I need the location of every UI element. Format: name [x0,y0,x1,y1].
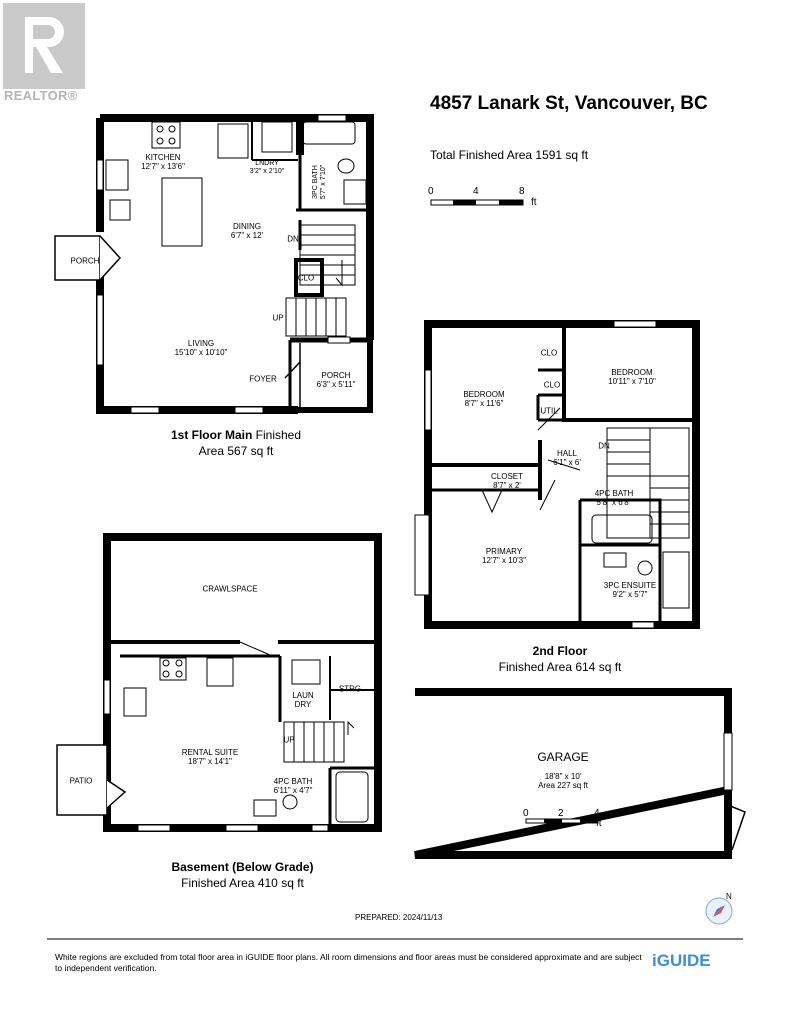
realtor-logo [3,3,85,89]
garage-scale-unit: ft [596,818,602,829]
stairs-down-label-2: DN [598,441,610,451]
main-floor-windows [96,114,351,414]
basement-windows [103,679,329,832]
room-closet-2a: CLO [540,348,558,358]
realtor-logo-text: REALTOR® [4,88,78,103]
room-closet-main: CLO [297,273,315,283]
basement-patio [56,744,127,816]
second-floor-fixtures [481,407,690,609]
scale-unit: ft [531,197,537,208]
scale-tick-4: 4 [473,186,479,197]
room-crawlspace: CRAWLSPACE [202,584,258,594]
stairs-up-label-basement: UP [283,735,295,745]
scale-tick-0: 0 [428,186,434,197]
prepared-date: PREPARED: 2024/11/13 [355,913,443,922]
main-floor-porch-left [54,235,122,281]
main-floor-porch-right [284,343,301,410]
compass-north-label: N [726,892,732,901]
top-scale-bar [430,199,524,206]
basement-fixtures [123,641,369,823]
basement-title: Basement (Below Grade)Finished Area 410 … [171,860,314,890]
room-garage: GARAGE [537,750,589,765]
second-floor-windows [414,320,657,629]
iguide-logo: iGUIDE [652,951,711,970]
room-closet-2b: CLO [543,380,561,390]
stairs-down-label: DN [287,234,299,244]
basement-walls [103,533,382,832]
garage-windows [723,732,733,791]
realtor-r-icon [25,17,64,73]
stairs-up-label: UP [272,313,284,323]
garage-scale-tick-4: 4 [594,808,600,819]
room-patio: PATIO [69,776,93,786]
garage-scale-tick-0: 0 [523,808,529,819]
compass-icon [705,897,733,925]
scale-tick-8: 8 [519,186,525,197]
garage-scale-tick-2: 2 [558,808,564,819]
property-address: 4857 Lanark St, Vancouver, BC [430,93,708,114]
room-porch-left: PORCH [70,256,100,266]
total-finished-area: Total Finished Area 1591 sq ft [430,148,589,162]
garage-scale-bar [525,818,599,824]
room-foyer: FOYER [249,374,277,384]
garage-dimensions: 18'8" x 10'Area 227 sq ft [538,771,588,790]
room-storage: STRG [338,684,362,694]
room-utility: UTIL [540,406,558,416]
disclaimer-text: White regions are excluded from total fl… [55,952,642,974]
main-floor-fixtures [105,121,367,337]
